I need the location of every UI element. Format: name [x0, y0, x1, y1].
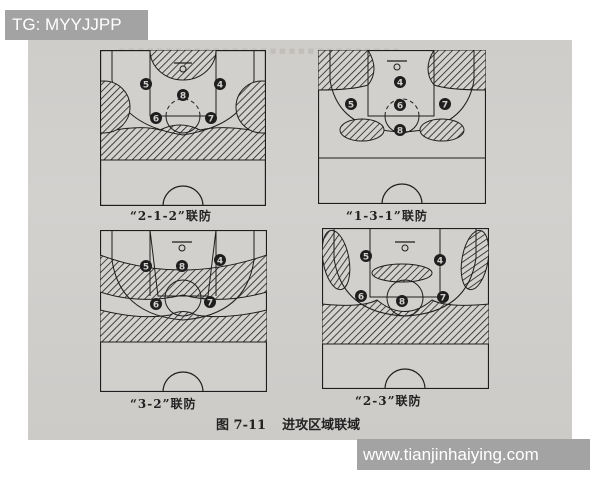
caption-2-1-2: “2-1-2”联防 — [130, 209, 212, 223]
figure-caption: 图 7-11 进攻区域联域 — [216, 414, 360, 433]
player-5: 5 — [363, 253, 369, 263]
court-diagram-3-2: 5 8 4 6 7 — [100, 230, 267, 392]
court-diagram-1-3-1: 4 5 6 7 8 — [318, 50, 486, 204]
figure-title: 进攻区域联域 — [282, 418, 361, 433]
player-7: 7 — [442, 101, 448, 111]
player-6: 6 — [153, 115, 159, 125]
player-6: 6 — [397, 102, 403, 112]
caption-3-2: “3-2”联防 — [130, 397, 197, 411]
player-4: 4 — [437, 257, 443, 267]
player-8: 8 — [399, 298, 405, 308]
caption-1-3-1: “1-3-1”联防 — [346, 209, 428, 223]
player-4: 4 — [217, 257, 223, 267]
watermark-tg: TG: MYYJJPP — [5, 10, 148, 40]
player-7: 7 — [440, 294, 446, 304]
watermark-url: www.tianjinhaiying.com — [357, 439, 590, 470]
player-5: 5 — [348, 101, 354, 111]
player-8: 8 — [179, 263, 185, 273]
court-diagram-2-3: 5 4 6 8 7 — [322, 228, 489, 389]
court-diagram-2-1-2: 5 4 8 6 7 — [100, 50, 266, 206]
player-6: 6 — [153, 301, 159, 311]
player-7: 7 — [207, 299, 213, 309]
player-4: 4 — [217, 81, 223, 91]
player-8: 8 — [180, 92, 186, 102]
figure-number: 图 7-11 — [216, 418, 267, 433]
player-7: 7 — [208, 115, 214, 125]
player-5: 5 — [143, 81, 149, 91]
player-8: 8 — [397, 127, 403, 137]
player-4: 4 — [397, 79, 403, 89]
player-6: 6 — [358, 293, 364, 303]
player-5: 5 — [143, 263, 149, 273]
caption-2-3: “2-3”联防 — [355, 394, 422, 408]
